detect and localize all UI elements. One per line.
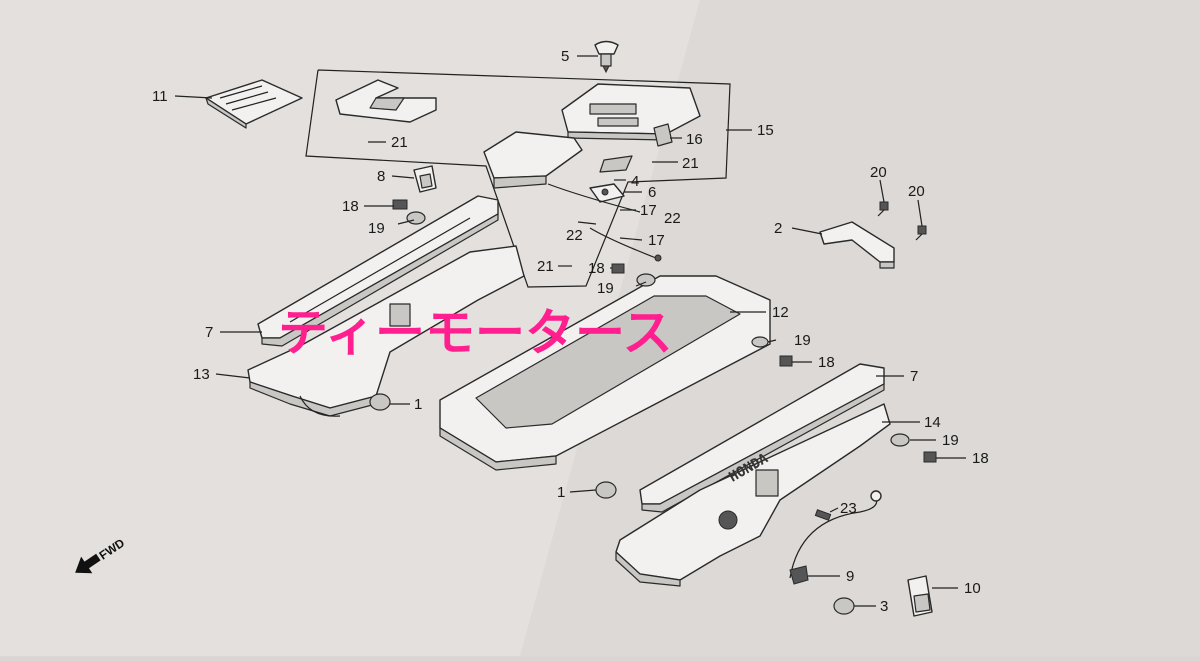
callout-12: 12 bbox=[772, 304, 789, 321]
callout-15: 15 bbox=[757, 122, 774, 139]
part-18-19-right bbox=[890, 433, 937, 463]
part-3-grommet bbox=[833, 597, 855, 615]
callout-5: 5 bbox=[561, 48, 569, 65]
callout-8: 8 bbox=[377, 168, 385, 185]
callout-19: 19 bbox=[794, 332, 811, 349]
callout-22: 22 bbox=[664, 210, 681, 227]
part-17-cables bbox=[547, 183, 662, 262]
part-tray bbox=[483, 131, 583, 189]
part-7-left-rail bbox=[257, 195, 499, 347]
part-4-6-latch bbox=[589, 155, 633, 203]
callout-21: 21 bbox=[391, 134, 408, 151]
callout-18: 18 bbox=[588, 260, 605, 277]
callout-17: 17 bbox=[648, 232, 665, 249]
callout-20: 20 bbox=[870, 164, 887, 181]
callout-7: 7 bbox=[205, 324, 213, 341]
callout-1: 1 bbox=[414, 396, 422, 413]
group-outline-15 bbox=[305, 69, 731, 288]
part-9-23-wire bbox=[789, 490, 882, 585]
callout-9: 9 bbox=[846, 568, 854, 585]
part-2-bracket bbox=[819, 221, 895, 269]
watermark-text: ティーモータース bbox=[278, 304, 673, 362]
part-v-bracket bbox=[335, 79, 437, 123]
leader-lines bbox=[174, 55, 966, 607]
part-8 bbox=[413, 165, 437, 193]
callout-17: 17 bbox=[640, 202, 657, 219]
callout-1: 1 bbox=[557, 484, 565, 501]
callout-4: 4 bbox=[631, 173, 639, 190]
part-1-grommet-right bbox=[595, 481, 617, 499]
callout-18: 18 bbox=[818, 354, 835, 371]
callout-10: 10 bbox=[964, 580, 981, 597]
callout-6: 6 bbox=[648, 184, 656, 201]
callout-19: 19 bbox=[368, 220, 385, 237]
callout-19: 19 bbox=[597, 280, 614, 297]
part-12-center-frame bbox=[439, 275, 771, 471]
callout-labels: 5 11 21 16 15 21 8 4 6 18 17 22 19 22 17… bbox=[152, 48, 989, 615]
callout-13: 13 bbox=[193, 366, 210, 383]
callout-19: 19 bbox=[942, 432, 959, 449]
callout-2: 2 bbox=[774, 220, 782, 237]
callout-11: 11 bbox=[152, 88, 168, 105]
part-13-side-cover bbox=[247, 245, 525, 417]
callout-7: 7 bbox=[910, 368, 918, 385]
callout-3: 3 bbox=[880, 598, 888, 615]
callout-21: 21 bbox=[682, 155, 699, 172]
part-15-lid bbox=[561, 83, 701, 141]
part-16 bbox=[653, 123, 673, 147]
callout-21: 21 bbox=[537, 258, 554, 275]
part-1-grommet-left bbox=[369, 393, 391, 411]
part-7-right-rail bbox=[639, 363, 885, 513]
part-18-19-center bbox=[611, 263, 793, 367]
callout-14: 14 bbox=[924, 414, 941, 431]
callout-23: 23 bbox=[840, 500, 857, 517]
callout-18: 18 bbox=[972, 450, 989, 467]
callout-20: 20 bbox=[908, 183, 925, 200]
callout-22: 22 bbox=[566, 227, 583, 244]
callout-18: 18 bbox=[342, 198, 359, 215]
callout-16: 16 bbox=[686, 131, 703, 148]
part-5-clip bbox=[594, 40, 619, 74]
part-10-clip bbox=[907, 575, 933, 617]
part-11-pad bbox=[205, 79, 303, 129]
